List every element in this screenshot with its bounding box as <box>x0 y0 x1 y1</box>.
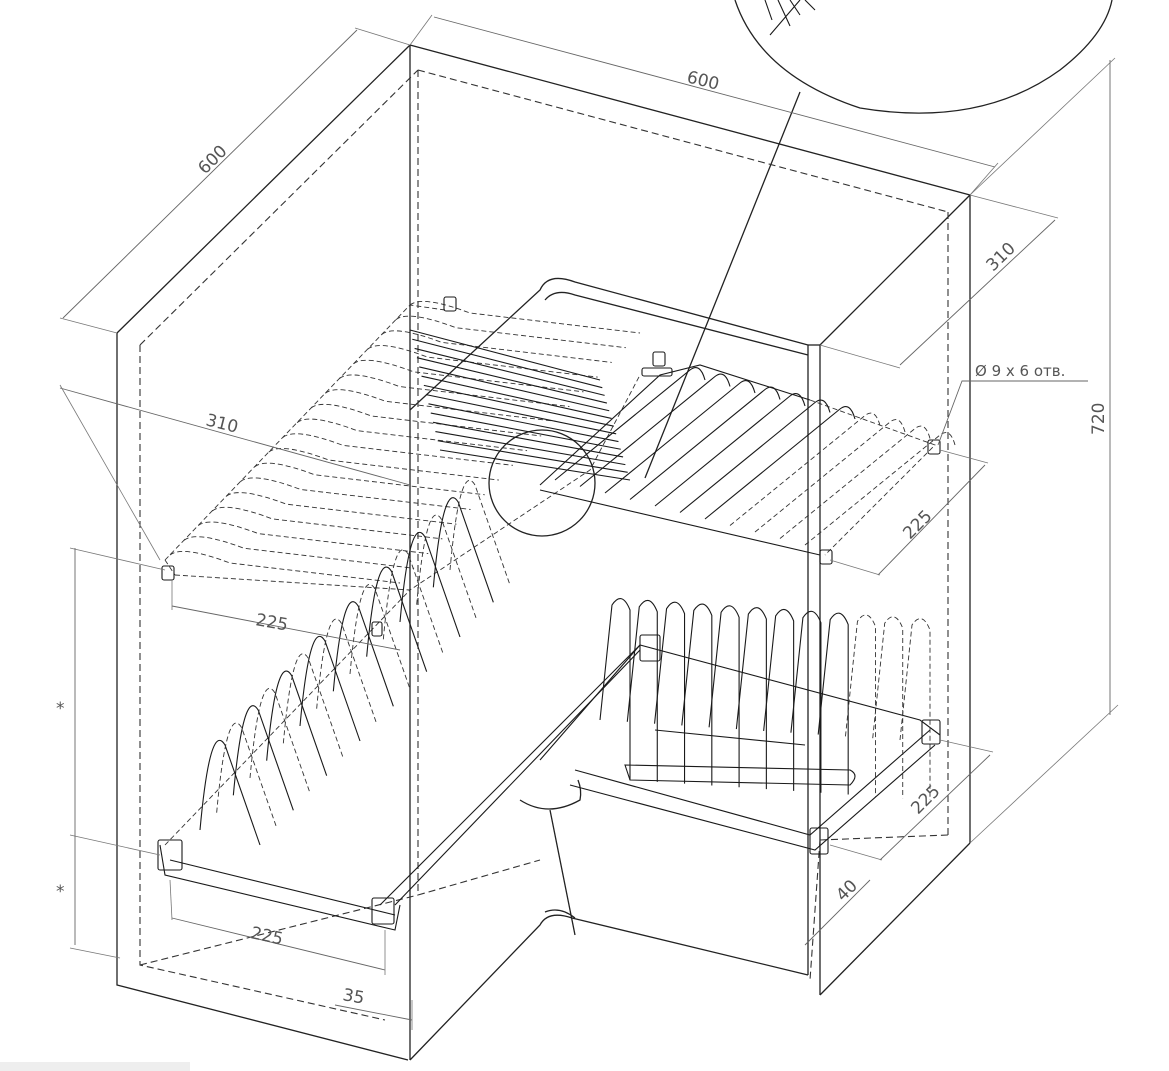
dim-600-width: 600 <box>685 67 721 94</box>
dim-310-left: 310 <box>204 410 240 437</box>
reference-strip <box>0 1062 190 1071</box>
dim-variable-lower: * <box>56 882 65 902</box>
lower-left-basket <box>159 479 641 931</box>
cabinet-outline <box>116 44 971 1061</box>
dim-225-upper-right: 225 <box>899 506 936 543</box>
dim-310-right: 310 <box>983 239 1020 276</box>
lower-right-basket <box>539 598 941 851</box>
mounting-holes-note: Ø 9 х 6 отв. <box>975 362 1065 380</box>
dim-40: 40 <box>832 876 861 905</box>
detail-callout-top <box>488 429 596 537</box>
dim-600-depth: 600 <box>194 141 231 178</box>
dim-225-lower-right: 225 <box>907 781 944 818</box>
dim-720-height: 720 <box>1089 403 1109 435</box>
dimension-labels: 600 600 720 310 225 310 225 225 225 35 4… <box>56 67 1109 1008</box>
upper-left-shelf <box>164 300 641 591</box>
dim-variable-upper: * <box>56 699 65 719</box>
mounting-clips <box>157 296 941 925</box>
dim-225-lower-left: 225 <box>249 923 285 949</box>
dim-35: 35 <box>341 985 366 1008</box>
dim-225-upper-left: 225 <box>254 610 289 635</box>
detail-callout-bottom <box>519 779 582 810</box>
upper-right-shelf <box>539 364 956 556</box>
dimension-lines <box>59 14 1119 1030</box>
cabinet-hidden-lines <box>139 69 949 1021</box>
detail-view-circle <box>488 0 1113 936</box>
